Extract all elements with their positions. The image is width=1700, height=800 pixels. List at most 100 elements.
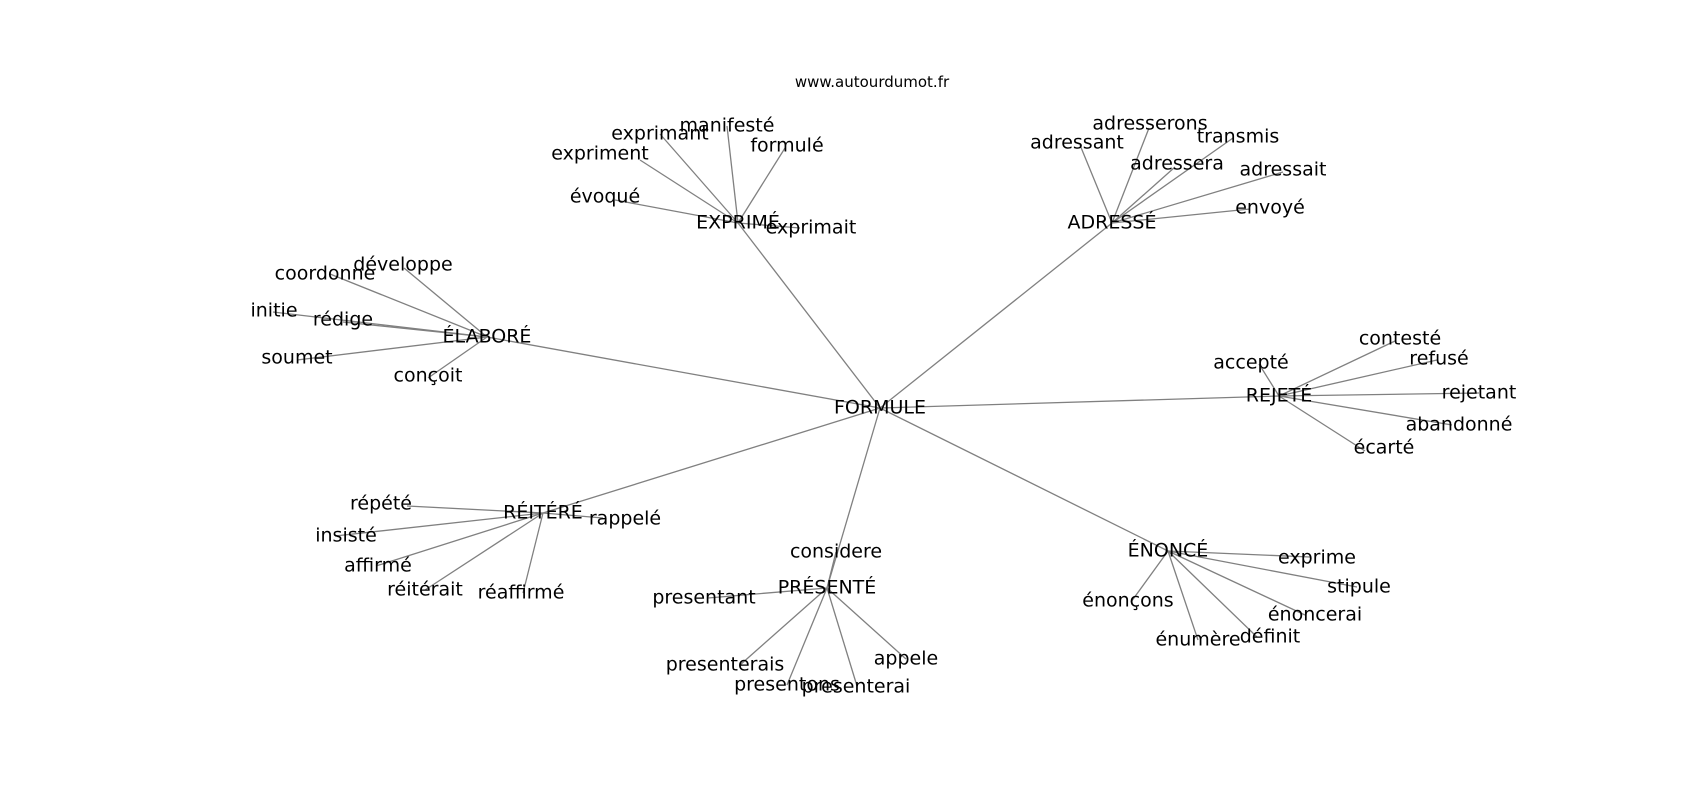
leaf-word-node[interactable]: adressant (1030, 132, 1124, 154)
edge-hub-leaf (1167, 550, 1311, 558)
leaf-word-node[interactable]: contesté (1359, 328, 1441, 350)
leaf-word-node[interactable]: rejetant (1442, 382, 1517, 404)
leaf-word-node[interactable]: presentant (652, 587, 755, 609)
leaf-word-node[interactable]: réaffirmé (478, 582, 565, 604)
leaf-word-node[interactable]: développe (353, 254, 452, 276)
leaf-word-node[interactable]: rédige (313, 309, 373, 331)
leaf-word-node[interactable]: envoyé (1235, 197, 1305, 219)
leaf-word-node[interactable]: presenterais (666, 654, 785, 676)
leaf-word-node[interactable]: refusé (1409, 348, 1468, 370)
leaf-word-node[interactable]: affirmé (344, 555, 412, 577)
leaf-word-node[interactable]: énoncerai (1268, 604, 1362, 626)
leaf-word-node[interactable]: insisté (315, 525, 377, 547)
leaf-word-node[interactable]: adresserons (1092, 113, 1207, 135)
hub-word-node[interactable]: ADRESSÉ (1068, 211, 1157, 234)
leaf-word-node[interactable]: expriment (551, 143, 648, 165)
leaf-word-node[interactable]: formulé (750, 135, 823, 157)
edge-hub-leaf (375, 512, 544, 567)
leaf-word-node[interactable]: rappelé (589, 508, 661, 530)
edge-hub-leaf (1167, 550, 1358, 588)
site-watermark[interactable]: www.autourdumot.fr (795, 73, 950, 91)
hub-word-node[interactable]: RÉITÉRÉ (503, 501, 583, 524)
edge-hub-leaf (1278, 340, 1396, 397)
edge-hub-leaf (1278, 395, 1366, 452)
edge-hub-leaf (1079, 144, 1113, 224)
edge-hub-leaf (737, 147, 786, 224)
edge-center-hub (486, 336, 881, 409)
leaf-word-node[interactable]: conçoit (394, 365, 463, 387)
graph-edges (272, 125, 1480, 687)
edge-hub-leaf (1167, 550, 1306, 616)
edge-hub-leaf (329, 273, 488, 338)
leaf-word-node[interactable]: considere (790, 541, 882, 563)
leaf-word-node[interactable]: presentons (734, 674, 840, 696)
edge-hub-leaf (826, 587, 858, 687)
edge-hub-leaf (659, 133, 739, 224)
edge-center-hub (737, 222, 881, 409)
leaf-word-node[interactable]: réitérait (387, 579, 463, 601)
edge-center-hub (879, 407, 1169, 552)
edge-hub-leaf (427, 336, 488, 379)
edge-hub-leaf (826, 587, 907, 660)
leaf-word-node[interactable]: évoqué (570, 186, 640, 208)
edge-hub-leaf (1167, 550, 1258, 638)
edge-hub-leaf (424, 512, 544, 591)
edge-hub-leaf (707, 587, 828, 599)
edge-hub-leaf (726, 125, 739, 224)
hub-word-node[interactable]: EXPRIMÉ (696, 211, 780, 234)
edge-hub-leaf (1111, 208, 1251, 224)
edge-hub-leaf (403, 267, 488, 338)
hub-word-node[interactable]: REJETÉ (1246, 384, 1312, 407)
edge-hub-leaf (826, 551, 837, 589)
leaf-word-node[interactable]: appele (874, 648, 938, 670)
leaf-word-node[interactable]: écarté (1354, 437, 1415, 459)
edge-center-hub (879, 222, 1113, 409)
edge-hub-leaf (737, 222, 801, 229)
edge-hub-leaf (1167, 550, 1199, 641)
center-word-node[interactable]: FORMULE (834, 397, 926, 419)
edge-hub-leaf (739, 587, 828, 666)
leaf-word-node[interactable]: initie (250, 300, 297, 322)
edge-hub-leaf (614, 199, 739, 224)
leaf-word-node[interactable]: accepté (1213, 352, 1288, 374)
edge-hub-leaf (1111, 127, 1150, 224)
edge-center-hub (542, 407, 881, 514)
leaf-word-node[interactable]: exprime (1278, 547, 1356, 569)
leaf-word-node[interactable]: adressera (1130, 153, 1224, 175)
edge-hub-leaf (1111, 137, 1234, 224)
edge-hub-leaf (786, 587, 828, 686)
edge-center-hub (879, 395, 1280, 409)
edge-hub-leaf (342, 321, 488, 338)
leaf-word-node[interactable]: répété (350, 493, 412, 515)
leaf-word-node[interactable]: soumet (261, 347, 332, 369)
hub-word-node[interactable]: ÉNONCÉ (1128, 539, 1209, 562)
edge-hub-leaf (1258, 363, 1280, 397)
leaf-word-node[interactable]: stipule (1327, 576, 1391, 598)
edge-hub-leaf (522, 512, 544, 594)
leaf-word-node[interactable]: énonçons (1082, 590, 1173, 612)
edge-hub-leaf (1111, 166, 1176, 224)
leaf-word-node[interactable]: définit (1240, 626, 1301, 648)
hub-word-node[interactable]: PRÉSENTÉ (778, 576, 877, 599)
leaf-word-node[interactable]: abandonné (1406, 414, 1513, 436)
leaf-word-node[interactable]: exprimant (611, 123, 708, 145)
edge-hub-leaf (639, 159, 739, 224)
edge-center-hub (826, 407, 881, 589)
edge-hub-leaf (334, 512, 544, 537)
leaf-word-node[interactable]: énumère (1155, 629, 1240, 651)
edge-hub-leaf (1111, 171, 1284, 224)
leaf-word-node[interactable]: adressait (1240, 159, 1327, 181)
leaf-word-node[interactable]: coordonne (275, 263, 376, 285)
leaf-word-node[interactable]: presenterai (802, 676, 911, 698)
edge-hub-leaf (542, 512, 604, 519)
leaf-word-node[interactable]: exprimait (766, 217, 857, 239)
edge-hub-leaf (1278, 392, 1480, 397)
leaf-word-node[interactable]: manifesté (680, 115, 775, 137)
edge-hub-leaf (1278, 359, 1438, 397)
edge-hub-leaf (1278, 395, 1453, 426)
hub-word-node[interactable]: ÉLABORÉ (443, 325, 532, 348)
leaf-word-node[interactable]: transmis (1197, 126, 1280, 148)
edge-hub-leaf (296, 336, 488, 361)
